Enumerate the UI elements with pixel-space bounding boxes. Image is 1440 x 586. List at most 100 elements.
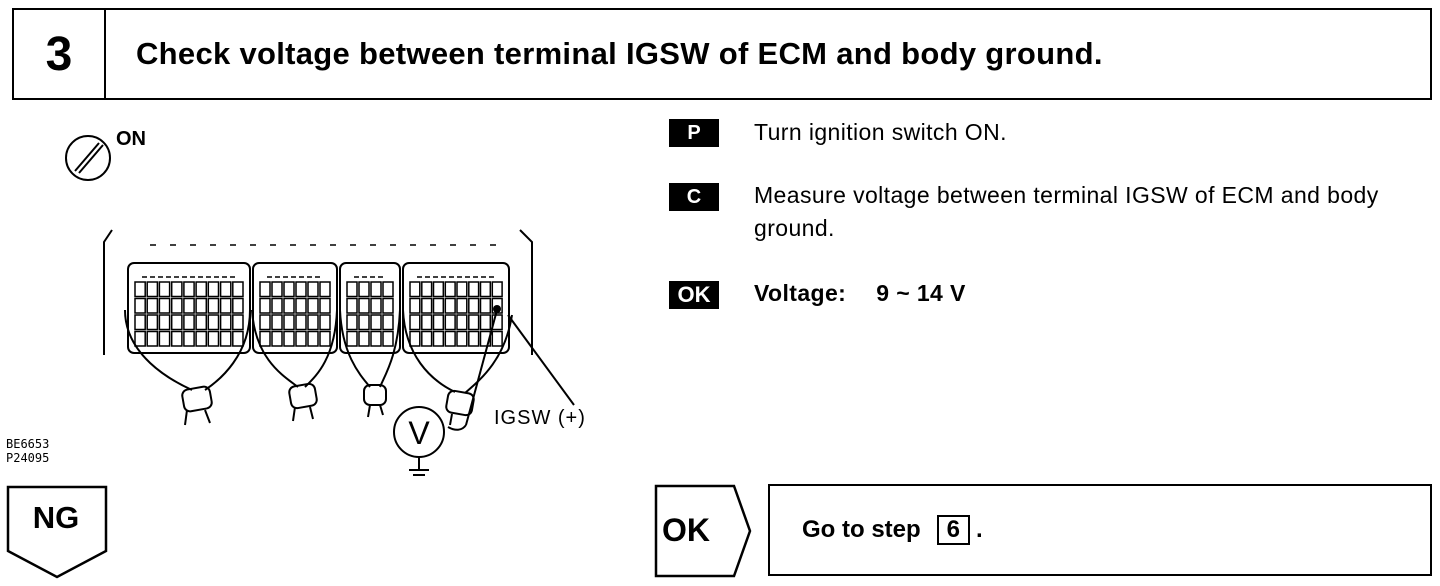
- connector-pin: [134, 330, 146, 347]
- connector-pin: [421, 314, 433, 331]
- connector-pin: [382, 281, 394, 298]
- connector-pin: [232, 314, 244, 331]
- connector-pin: [207, 281, 220, 298]
- connector-pin: [170, 314, 183, 331]
- connector-pin: [295, 281, 307, 298]
- connector-pin: [432, 314, 445, 331]
- connector-pin: [456, 281, 468, 298]
- connector-pin: [444, 281, 456, 298]
- connector-pin: [207, 330, 220, 347]
- connector-pin: [370, 314, 382, 331]
- connector-pin: [456, 330, 468, 347]
- connector-pin: [295, 314, 307, 331]
- connector-pin: [295, 330, 307, 347]
- connector-pin: [370, 330, 382, 347]
- connector-pin: [346, 330, 358, 347]
- connector-pin: [146, 297, 159, 314]
- check-badge: C: [669, 183, 719, 211]
- voltage-spec: Voltage: 9 ~ 14 V: [754, 280, 966, 307]
- connector-pin: [170, 281, 183, 298]
- connector-pin: [370, 281, 382, 298]
- ok-spec-badge: OK: [669, 281, 719, 309]
- connector-pin: [219, 297, 232, 314]
- connector-pin: [432, 330, 445, 347]
- connector-pin: [232, 297, 244, 314]
- switch-on-label: ON: [116, 128, 146, 150]
- connector-pin: [195, 281, 208, 298]
- connector-pin: [444, 297, 456, 314]
- connector-pin: [232, 281, 244, 298]
- igsw-terminal-label: IGSW (+): [494, 407, 586, 429]
- connector-pin: [468, 281, 480, 298]
- connector-pin: [195, 330, 208, 347]
- connector-pin: [382, 330, 394, 347]
- connector-pin: [370, 297, 382, 314]
- connector-pin: [259, 281, 271, 298]
- connector-pin: [259, 330, 271, 347]
- connector-pin: [134, 314, 146, 331]
- connector-3: [339, 262, 401, 354]
- goto-prefix: Go to step: [802, 516, 921, 543]
- connector-pin: [468, 297, 480, 314]
- ignition-switch-icon: [65, 135, 111, 181]
- check-text: Measure voltage between terminal IGSW of…: [754, 182, 1379, 241]
- connector-pin: [134, 281, 146, 298]
- connector-pin: [358, 297, 370, 314]
- connector-pin: [183, 297, 195, 314]
- connector-pin: [158, 297, 171, 314]
- document-code: BE6653 P24095: [6, 437, 50, 465]
- connector-pin: [432, 281, 445, 298]
- connector-pin: [207, 297, 220, 314]
- voltmeter-label: V: [408, 415, 430, 451]
- connector-pin: [456, 297, 468, 314]
- goto-step-box: [768, 484, 1432, 576]
- voltage-spec-value: 9 ~ 14 V: [876, 280, 966, 306]
- connector-pin: [219, 314, 232, 331]
- connector-pin: [158, 281, 171, 298]
- connector-pin: [307, 330, 319, 347]
- connector-pin: [195, 297, 208, 314]
- connector-pin: [146, 330, 159, 347]
- step-reference[interactable]: 6: [936, 515, 971, 545]
- connector-pin: [468, 314, 480, 331]
- connector-pin: [283, 314, 295, 331]
- connector-pin: [319, 330, 331, 347]
- connector-pin: [421, 281, 433, 298]
- connector-pin: [183, 281, 195, 298]
- procedure-badge: P: [669, 119, 719, 147]
- connector-pin: [382, 297, 394, 314]
- connector-pin: [346, 297, 358, 314]
- connector-pin: [421, 330, 433, 347]
- connector-pin: [319, 281, 331, 298]
- connector-pin: [491, 330, 503, 347]
- connector-pin: [271, 297, 283, 314]
- connector-pin: [346, 281, 358, 298]
- connector-pin: [358, 314, 370, 331]
- connector-pin: [409, 297, 421, 314]
- connector-pin: [479, 297, 492, 314]
- connector-pin: [271, 281, 283, 298]
- connector-pin: [479, 281, 492, 298]
- connector-pin: [358, 330, 370, 347]
- step-header: 3 Check voltage between terminal IGSW of…: [12, 8, 1432, 100]
- connector-pin: [283, 330, 295, 347]
- connector-pin: [358, 281, 370, 298]
- connector-pin: [232, 330, 244, 347]
- connector-pin: [307, 281, 319, 298]
- connector-pin: [319, 297, 331, 314]
- step-title: Check voltage between terminal IGSW of E…: [136, 36, 1103, 71]
- connector-pin: [183, 330, 195, 347]
- voltage-spec-label: Voltage:: [754, 280, 847, 306]
- connector-pin: [409, 330, 421, 347]
- connector-pin: [307, 297, 319, 314]
- connector-pin: [158, 314, 171, 331]
- connector-pin: [158, 330, 171, 347]
- ok-label: OK: [662, 512, 710, 548]
- step-number: 3: [14, 10, 106, 98]
- connector-pin: [444, 330, 456, 347]
- connector-1: [127, 262, 251, 354]
- connector-pin: [346, 314, 358, 331]
- connector-pin: [468, 330, 480, 347]
- procedure-text: Turn ignition switch ON.: [754, 119, 1007, 145]
- connector-pin: [491, 281, 503, 298]
